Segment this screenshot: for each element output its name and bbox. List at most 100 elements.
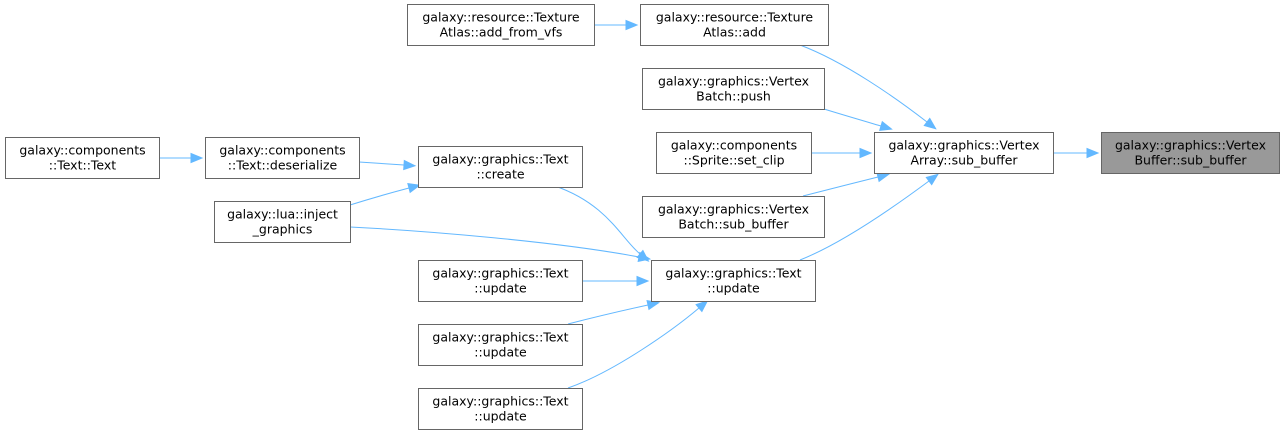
edge-arrowhead xyxy=(859,147,873,159)
edge-line xyxy=(802,176,879,197)
edge-atlas_add-to-va_sub_buffer xyxy=(799,44,937,130)
node-label-line: Buffer::sub_buffer xyxy=(1134,153,1247,168)
edge-line xyxy=(823,108,882,127)
node-va-sub-buffer[interactable]: galaxy::graphics::VertexArray::sub_buffe… xyxy=(874,132,1054,174)
node-label-line: galaxy::graphics::Vertex xyxy=(888,138,1039,153)
edge-arrowhead xyxy=(407,183,421,194)
edge-comp_text_text-to-comp_text_deserialize xyxy=(159,152,204,164)
node-label-line: Atlas::add_from_vfs xyxy=(440,25,563,40)
edge-arrowhead xyxy=(403,159,417,171)
edge-line xyxy=(554,185,641,255)
node-label-line: galaxy::components xyxy=(671,138,797,153)
edge-atlas_add_from_vfs-to-atlas_add xyxy=(594,19,639,31)
node-box[interactable] xyxy=(1101,132,1280,174)
nodes-layer: galaxy::graphics::VertexBuffer::sub_buff… xyxy=(5,4,1280,430)
node-box[interactable] xyxy=(418,388,583,430)
node-label-line: galaxy::resource::Texture xyxy=(422,10,580,25)
edge-arrowhead xyxy=(1086,147,1100,159)
edge-text_update_2-to-text_update_main xyxy=(567,299,661,325)
node-box[interactable] xyxy=(640,4,829,46)
node-label-line: ::update xyxy=(474,345,527,360)
edge-arrowhead xyxy=(695,300,709,313)
edge-line xyxy=(349,187,410,206)
node-label-line: ::update xyxy=(474,281,527,296)
edge-text_update_3-to-text_update_main xyxy=(567,300,709,389)
node-text-update-3[interactable]: galaxy::graphics::Text::update xyxy=(418,388,583,430)
edges-layer xyxy=(159,19,1100,389)
node-label-line: Array::sub_buffer xyxy=(910,153,1018,168)
edge-line xyxy=(567,304,649,325)
edge-line xyxy=(799,44,928,123)
edge-arrowhead xyxy=(637,251,652,263)
node-text-update-main[interactable]: galaxy::graphics::Text::update xyxy=(651,260,816,302)
edge-sprite_set_clip-to-va_sub_buffer xyxy=(811,147,873,159)
node-label-line: Batch::sub_buffer xyxy=(678,217,789,232)
edge-arrowhead xyxy=(925,173,939,186)
edge-line xyxy=(799,180,930,261)
node-label-line: galaxy::resource::Texture xyxy=(656,10,814,25)
node-label-line: galaxy::graphics::Text xyxy=(432,394,568,409)
node-comp-text-text[interactable]: galaxy::components::Text::Text xyxy=(5,137,160,179)
edge-text_update_main-to-va_sub_buffer xyxy=(799,173,939,261)
node-box[interactable] xyxy=(651,260,816,302)
node-label-line: galaxy::components xyxy=(19,143,145,158)
node-label-line: Atlas::add xyxy=(703,25,766,40)
edge-arrowhead xyxy=(636,275,650,287)
node-box[interactable] xyxy=(407,4,595,46)
edge-comp_text_deserialize-to-text_create xyxy=(358,159,417,171)
node-label-line: galaxy::graphics::Vertex xyxy=(658,74,809,89)
node-box[interactable] xyxy=(214,201,351,243)
edge-arrowhead xyxy=(190,152,204,164)
node-label-line: _graphics xyxy=(252,222,313,237)
edge-line xyxy=(358,161,405,166)
edge-arrowhead xyxy=(625,19,639,31)
node-label-line: ::create xyxy=(476,167,524,182)
node-lua-inject-graphics[interactable]: galaxy::lua::inject_graphics xyxy=(214,201,351,243)
node-label-line: galaxy::graphics::Vertex xyxy=(1115,138,1266,153)
node-label-line: ::update xyxy=(707,281,760,296)
node-box[interactable] xyxy=(418,324,583,366)
edge-arrowhead xyxy=(879,120,893,131)
node-label-line: galaxy::graphics::Vertex xyxy=(658,202,809,217)
node-box[interactable] xyxy=(642,68,825,110)
node-text-update-2[interactable]: galaxy::graphics::Text::update xyxy=(418,324,583,366)
node-sprite-set-clip[interactable]: galaxy::components::Sprite::set_clip xyxy=(656,132,812,174)
node-label-line: ::Text::deserialize xyxy=(228,158,338,173)
node-text-create[interactable]: galaxy::graphics::Text::create xyxy=(418,146,583,188)
node-label-line: ::update xyxy=(474,409,527,424)
node-label-line: ::Text::Text xyxy=(49,158,117,173)
edge-line xyxy=(567,307,700,389)
node-text-update-1[interactable]: galaxy::graphics::Text::update xyxy=(418,260,583,302)
node-box[interactable] xyxy=(874,132,1054,174)
node-box[interactable] xyxy=(642,196,825,238)
edge-batch_push-to-va_sub_buffer xyxy=(823,108,893,131)
node-batch-sub-buffer[interactable]: galaxy::graphics::VertexBatch::sub_buffe… xyxy=(642,196,825,238)
edge-batch_sub_buffer-to-va_sub_buffer xyxy=(802,172,890,197)
node-box[interactable] xyxy=(418,146,583,188)
node-vb-sub-buffer[interactable]: galaxy::graphics::VertexBuffer::sub_buff… xyxy=(1101,132,1280,174)
node-label-line: galaxy::lua::inject xyxy=(227,207,338,222)
node-label-line: galaxy::graphics::Text xyxy=(665,266,801,281)
node-comp-text-deserialize[interactable]: galaxy::components::Text::deserialize xyxy=(205,137,360,179)
edge-arrowhead xyxy=(923,117,937,130)
edge-line xyxy=(349,226,640,258)
node-label-line: galaxy::graphics::Text xyxy=(432,330,568,345)
edge-text_create-to-text_update_main xyxy=(554,185,650,262)
node-box[interactable] xyxy=(418,260,583,302)
edge-text_update_1-to-text_update_main xyxy=(582,275,650,287)
edge-lua_inject_graphics-to-text_update_main xyxy=(349,226,652,263)
node-label-line: galaxy::graphics::Text xyxy=(432,152,568,167)
node-label-line: galaxy::graphics::Text xyxy=(432,266,568,281)
node-box[interactable] xyxy=(5,137,160,179)
node-box[interactable] xyxy=(205,137,360,179)
node-box[interactable] xyxy=(656,132,812,174)
edge-va_sub_buffer-to-vb_sub_buffer xyxy=(1053,147,1100,159)
node-label-line: galaxy::components xyxy=(219,143,345,158)
node-label-line: ::Sprite::set_clip xyxy=(683,153,784,168)
edge-lua_inject_graphics-to-text_create xyxy=(349,183,421,206)
node-atlas-add-from-vfs[interactable]: galaxy::resource::TextureAtlas::add_from… xyxy=(407,4,595,46)
node-label-line: Batch::push xyxy=(696,89,771,104)
